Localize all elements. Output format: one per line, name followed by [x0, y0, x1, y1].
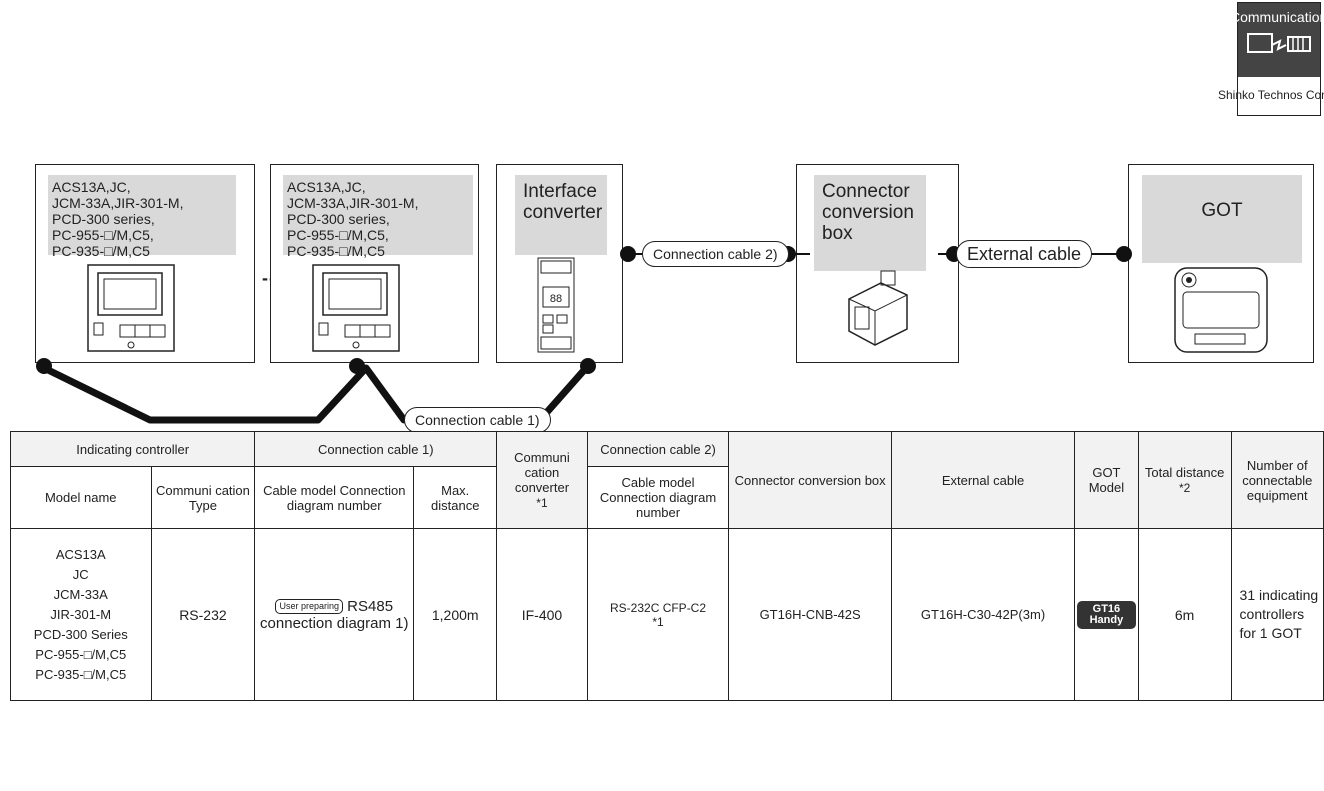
connection-cable-2-label: Connection cable 2)	[642, 241, 789, 267]
cable1-cell: User preparing RS485 connection diagram …	[254, 528, 415, 701]
driver-subtitle: Shinko Technos Controller	[1218, 88, 1324, 102]
external-cable-cell: GT16H-C30-42P(3m)	[890, 528, 1076, 701]
cable-lines	[42, 253, 1124, 424]
header-total-distance: Total distance*2	[1137, 431, 1232, 529]
got-box: GOT	[1128, 164, 1314, 363]
header-connector-box: Connector conversion box	[728, 431, 892, 529]
connector-dot	[620, 246, 636, 262]
driver-icon	[1247, 33, 1311, 53]
svg-text:88: 88	[550, 293, 562, 305]
header-cable2: Connection cable 2)	[586, 431, 730, 467]
header-got-model: GOT Model	[1074, 431, 1139, 529]
connector-dot	[36, 358, 52, 374]
driver-title: Communication driver	[1230, 9, 1324, 25]
external-cable-label: External cable	[956, 240, 1093, 268]
header-indicating-controller: Indicating controller	[9, 431, 256, 467]
header-cable1: Connection cable 1)	[254, 431, 498, 467]
comm-type-cell: RS-232	[150, 528, 256, 701]
indicating-controller-icon	[87, 264, 175, 352]
gt16-handy-icon: GT16 Handy	[1077, 600, 1136, 629]
got-model-cell: GT16 Handy	[1074, 528, 1139, 701]
got-label: GOT	[1142, 175, 1302, 263]
indicating-controller-icon	[312, 264, 400, 352]
connector-dot	[580, 358, 596, 374]
connection-table: Indicating controller Connection cable 1…	[9, 431, 1324, 701]
controller-label-2: ACS13A,JC,JCM-33A,JIR-301-M,PCD-300 seri…	[283, 175, 473, 259]
controller-label-1: ACS13A,JC,JCM-33A,JIR-301-M,PCD-300 seri…	[48, 175, 236, 259]
controller-box-1: ACS13A,JC,JCM-33A,JIR-301-M,PCD-300 seri…	[35, 164, 255, 363]
header-cable2-model: Cable model Connection diagram number	[586, 466, 730, 529]
communication-driver-badge: Communication driver Shinko Technos Cont…	[1218, 2, 1324, 116]
header-number: Number of connectable equipment	[1230, 431, 1324, 529]
header-max-distance: Max. distance	[413, 466, 498, 529]
user-preparing-icon: User preparing	[275, 599, 343, 615]
got-handy-icon	[1174, 267, 1268, 353]
header-external-cable: External cable	[890, 431, 1076, 529]
cable2-cell: RS-232C CFP-C2*1	[586, 528, 730, 701]
connector-box-cell: GT16H-CNB-42S	[728, 528, 892, 701]
interface-converter-icon: 88	[537, 257, 575, 353]
connector-box-icon	[848, 270, 908, 346]
connector-dot	[349, 358, 365, 374]
controller-box-2: ACS13A,JC,JCM-33A,JIR-301-M,PCD-300 seri…	[270, 164, 479, 363]
number-cell: 31 indicating controllers for 1 GOT	[1230, 528, 1324, 701]
converter-cell: IF-400	[496, 528, 588, 701]
header-cable1-model: Cable model Connection diagram number	[254, 466, 415, 529]
header-model-name: Model name	[10, 466, 152, 529]
connector-dot	[1116, 246, 1132, 262]
header-comm-type: Communi cation Type	[150, 466, 256, 529]
header-converter: Communi cation converter*1	[496, 431, 588, 529]
total-distance-cell: 6m	[1137, 528, 1232, 701]
max-distance-cell: 1,200m	[413, 528, 498, 701]
connection-cable-1-label: Connection cable 1)	[404, 407, 551, 433]
